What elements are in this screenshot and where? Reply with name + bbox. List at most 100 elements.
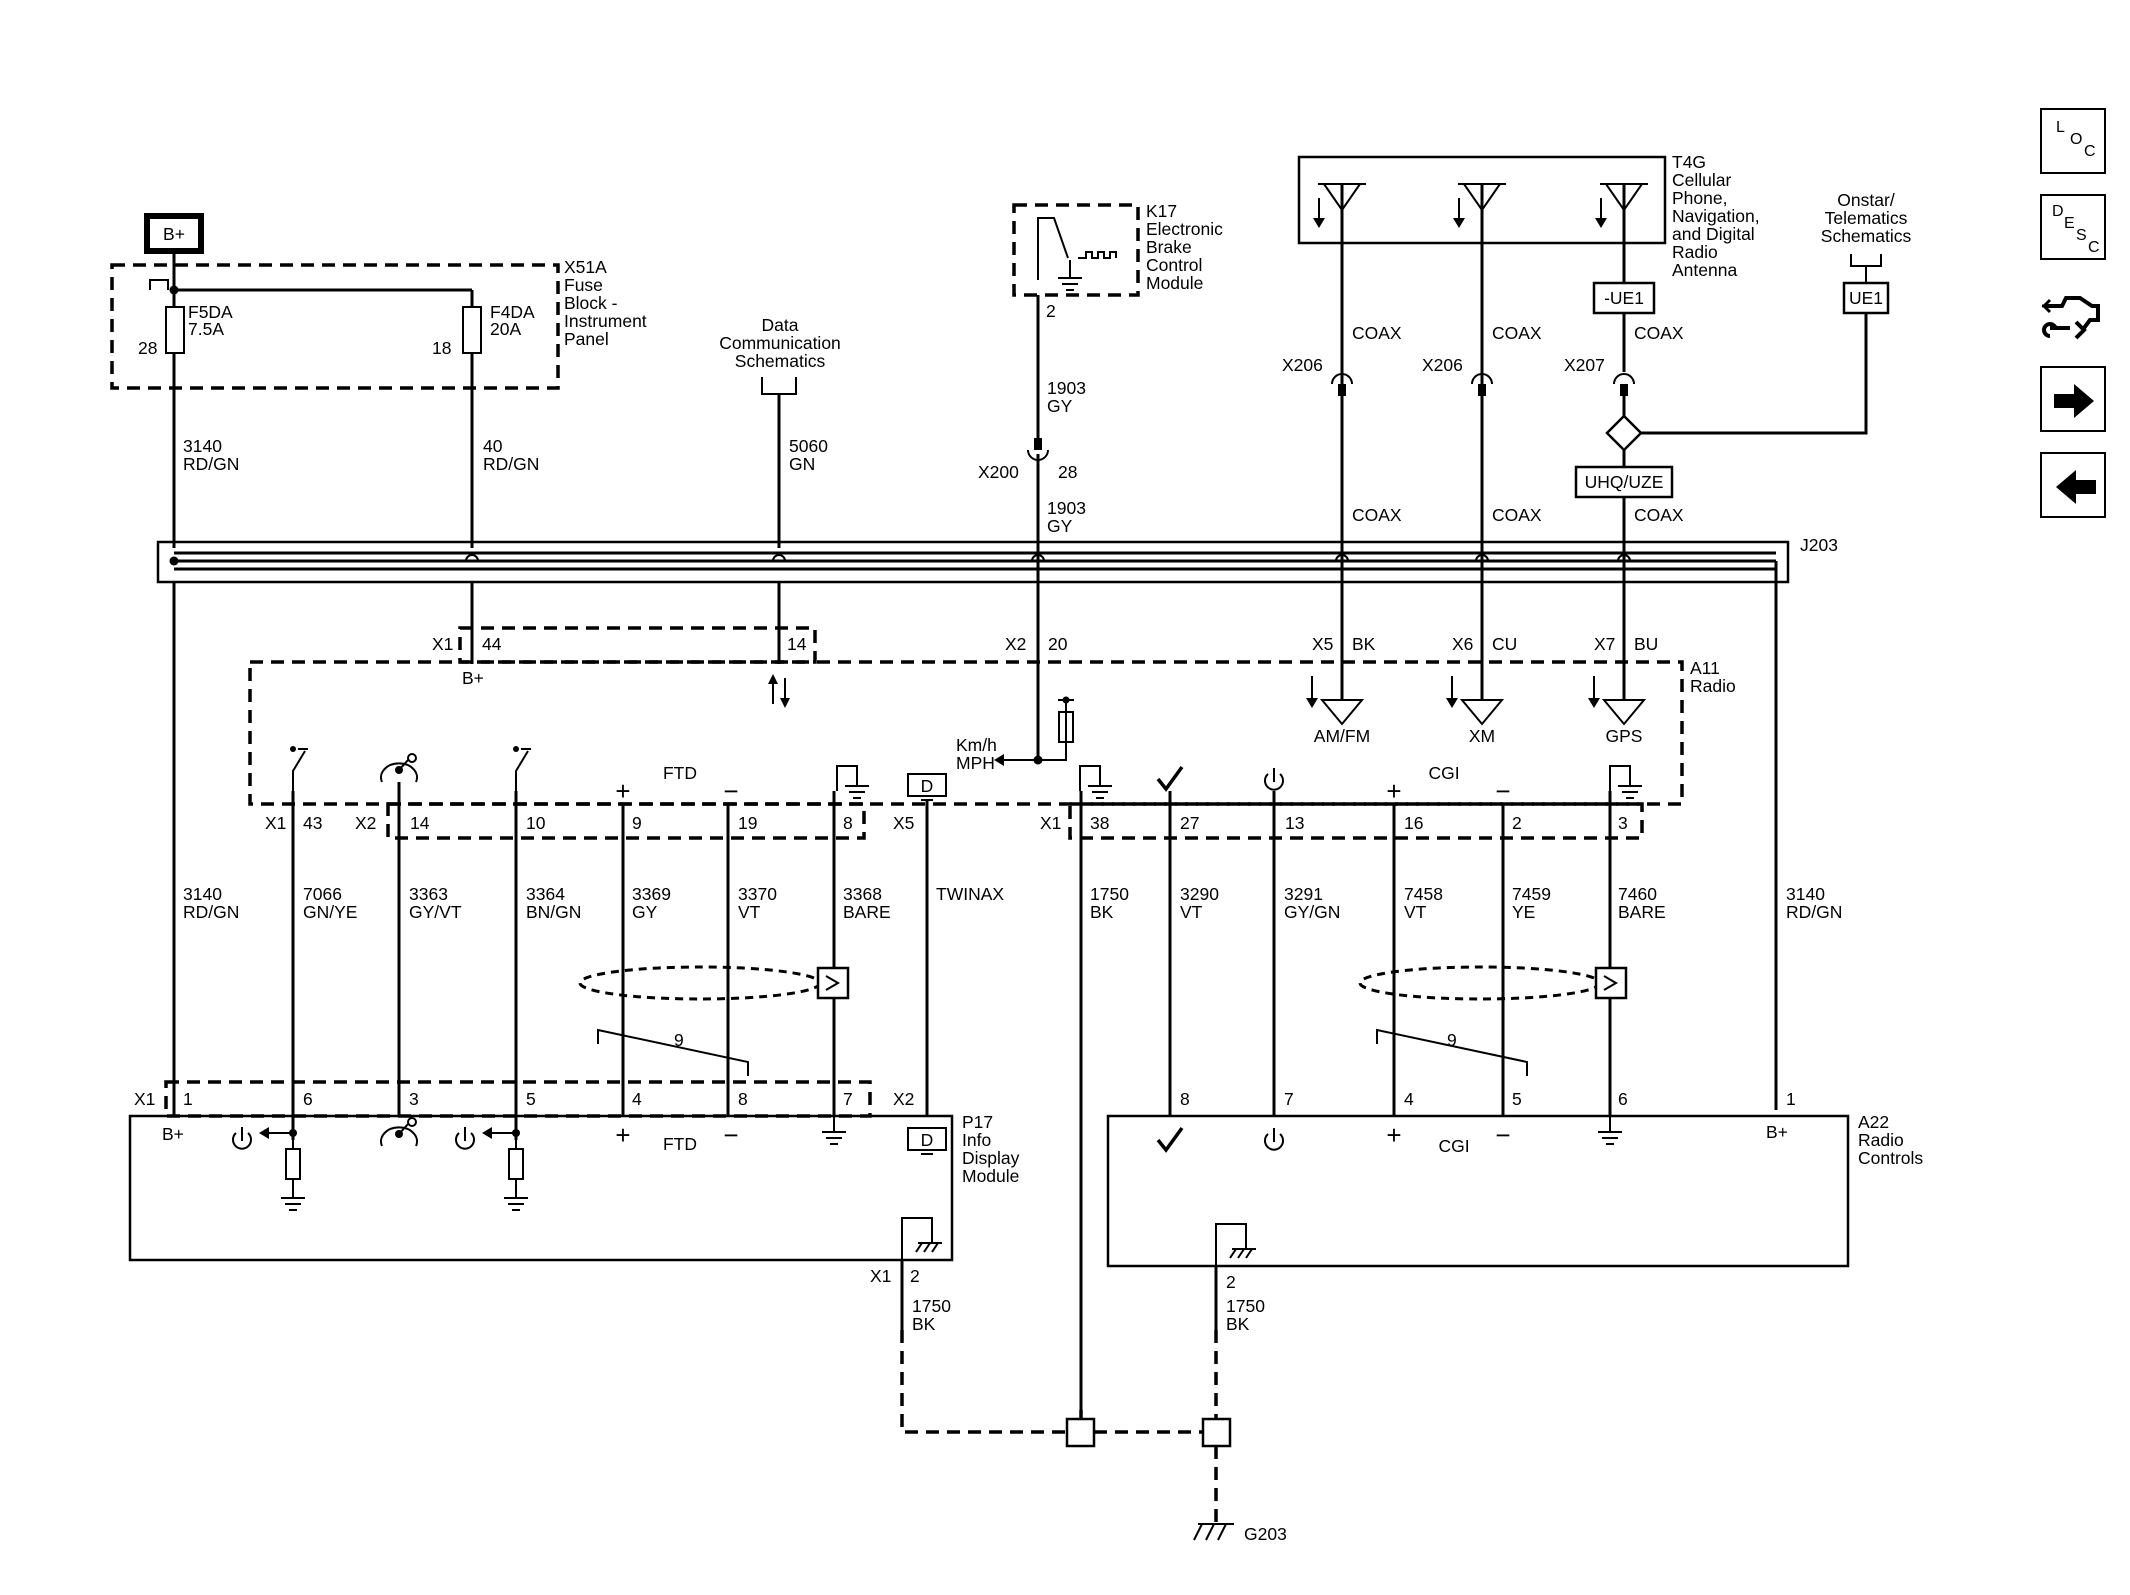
p17-power-input-2-icon <box>455 1127 528 1211</box>
svg-text:3290: 3290 <box>1180 884 1219 904</box>
svg-text:3370: 3370 <box>738 884 777 904</box>
svg-text:FTD: FTD <box>663 763 697 783</box>
svg-text:GY/GN: GY/GN <box>1284 902 1340 922</box>
svg-text:X7: X7 <box>1594 634 1615 654</box>
svg-text:1750: 1750 <box>1090 884 1129 904</box>
svg-text:Radio: Radio <box>1858 1130 1904 1150</box>
svg-text:3291: 3291 <box>1284 884 1323 904</box>
svg-text:GY: GY <box>632 902 658 922</box>
coax-label-2a: COAX <box>1492 323 1542 343</box>
power-source: B+ <box>144 213 204 290</box>
svg-text:B+: B+ <box>462 668 484 688</box>
wire-1903-bottom-num: 1903 <box>1047 498 1086 518</box>
svg-text:3364: 3364 <box>526 884 565 904</box>
svg-text:X5: X5 <box>893 813 914 833</box>
svg-text:P17: P17 <box>962 1112 993 1132</box>
svg-text:Cellular: Cellular <box>1672 170 1731 190</box>
ebcm-pin: 2 <box>1046 301 1056 321</box>
svg-text:8: 8 <box>1180 1089 1190 1109</box>
radio-a11: X1 44 14 B+ X2 20 A11 Radio Km/h MPH X5 … <box>248 582 1736 840</box>
gps-antenna-icon: X7 BU GPS <box>1588 582 1658 746</box>
svg-text:CGI: CGI <box>1438 1136 1469 1156</box>
connector-x200: X200 28 <box>978 438 1077 482</box>
wire-1903-top-color: GY <box>1047 396 1073 416</box>
connector-service-icon[interactable] <box>2040 280 2106 346</box>
p17-chassis-ground-icon <box>901 1217 942 1260</box>
svg-text:FTD: FTD <box>663 1134 697 1154</box>
svg-text:−: − <box>1495 1120 1510 1150</box>
onstar-reference[interactable]: Onstar/ Telematics Schematics UE1 <box>1640 190 1911 435</box>
svg-text:AM/FM: AM/FM <box>1314 726 1370 746</box>
svg-text:20: 20 <box>1048 634 1068 654</box>
svg-text:XM: XM <box>1469 726 1495 746</box>
svg-text:2: 2 <box>1226 1272 1236 1292</box>
am-fm-antenna-icon: X5 BK AM/FM <box>1306 582 1376 746</box>
svg-text:3369: 3369 <box>632 884 671 904</box>
svg-text:7460: 7460 <box>1618 884 1657 904</box>
p17-power-input-1-icon <box>232 1127 305 1211</box>
svg-text:3: 3 <box>409 1089 419 1109</box>
svg-text:BK: BK <box>912 1314 936 1334</box>
svg-text:Electronic: Electronic <box>1146 219 1223 239</box>
svg-text:14: 14 <box>787 634 807 654</box>
svg-text:X51A: X51A <box>564 257 607 277</box>
onstar-option-box <box>1842 281 1890 315</box>
wire-3140-top-num: 3140 <box>183 436 222 456</box>
svg-text:E: E <box>2064 215 2075 232</box>
fuse-f5da-rating: 7.5A <box>188 319 224 339</box>
svg-text:3: 3 <box>1618 813 1628 833</box>
ebcm-k17: 2 K17 Electronic Brake Control Module <box>1012 201 1223 321</box>
description-button[interactable]: D E S C <box>2040 194 2106 260</box>
svg-text:38: 38 <box>1090 813 1109 833</box>
svg-text:RD/GN: RD/GN <box>1786 902 1842 922</box>
svg-text:B+: B+ <box>162 1124 184 1144</box>
svg-text:7066: 7066 <box>303 884 342 904</box>
svg-text:Instrument: Instrument <box>564 311 647 331</box>
svg-text:L: L <box>2056 119 2065 136</box>
coax-label-1a: COAX <box>1352 323 1402 343</box>
svg-text:Control: Control <box>1146 255 1202 275</box>
fuse-f5da-pin: 28 <box>138 338 157 358</box>
wire-5060-color: GN <box>789 454 815 474</box>
svg-text:Antenna: Antenna <box>1672 260 1737 280</box>
svg-text:and Digital: and Digital <box>1672 224 1755 244</box>
svg-text:Module: Module <box>962 1166 1019 1186</box>
svg-text:Radio: Radio <box>1672 242 1718 262</box>
svg-text:X1: X1 <box>265 813 286 833</box>
location-button[interactable]: L O C <box>2040 108 2106 174</box>
radio-power-icon <box>1264 768 1284 791</box>
coax-label-3b: COAX <box>1634 505 1684 525</box>
svg-text:4: 4 <box>1404 1089 1414 1109</box>
svg-text:10: 10 <box>526 813 546 833</box>
svg-text:44: 44 <box>482 634 502 654</box>
svg-text:VT: VT <box>1404 902 1427 922</box>
svg-text:VT: VT <box>738 902 761 922</box>
wire-40-num: 40 <box>483 436 503 456</box>
svg-text:X200: X200 <box>978 462 1019 482</box>
svg-text:9: 9 <box>632 813 642 833</box>
splice-1 <box>1065 1417 1096 1448</box>
svg-text:−: − <box>723 776 738 806</box>
ground-g203-label: G203 <box>1244 1524 1287 1544</box>
left-arrow-icon <box>2056 470 2096 504</box>
svg-text:27: 27 <box>1180 813 1199 833</box>
svg-text:BK: BK <box>1226 1314 1250 1334</box>
svg-text:3140: 3140 <box>183 884 222 904</box>
svg-text:X1: X1 <box>432 634 453 654</box>
svg-text:X206: X206 <box>1282 355 1323 375</box>
radio-ground-1-icon <box>836 765 869 799</box>
svg-text:X2: X2 <box>893 1089 914 1109</box>
previous-arrow-button[interactable] <box>2040 452 2106 518</box>
right-arrow-icon <box>2054 384 2094 418</box>
next-arrow-button[interactable] <box>2040 366 2106 432</box>
svg-text:7: 7 <box>843 1089 853 1109</box>
fuse-f4da-icon <box>462 306 482 354</box>
connector-x207: X207 <box>1564 355 1635 396</box>
svg-text:Panel: Panel <box>564 329 609 349</box>
radio-check-icon <box>1156 765 1184 792</box>
data-comm-reference[interactable]: Data Communication Schematics <box>719 315 841 548</box>
svg-text:B+: B+ <box>1766 1122 1788 1142</box>
svg-text:16: 16 <box>1404 813 1423 833</box>
svg-text:D: D <box>921 776 934 796</box>
